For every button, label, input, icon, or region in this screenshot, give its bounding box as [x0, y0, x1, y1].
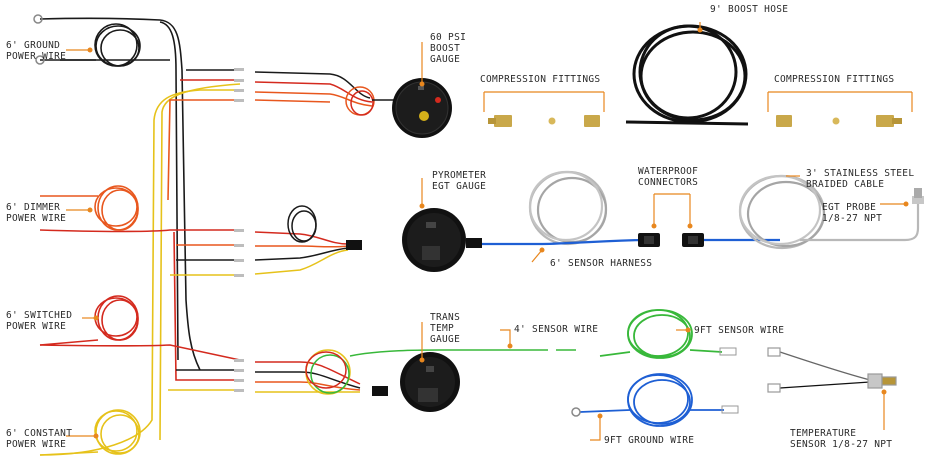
label-pyrometer: PYROMETER EGT GAUGE [432, 170, 486, 192]
label-line: TEMPERATURE [790, 428, 857, 439]
label-line: 6' SWITCHED [6, 310, 73, 321]
temperature-sensor [767, 347, 897, 393]
braided-cable [704, 174, 920, 250]
label-sensor-harness: 6' SENSOR HARNESS [550, 258, 653, 269]
label-dimmer-power: 6' DIMMER POWER WIRE [6, 202, 66, 224]
trans-plug [372, 386, 388, 396]
label-sensor-wire-4: 4' SENSOR WIRE [514, 324, 599, 335]
label-waterproof: WATERPROOF CONNECTORS [638, 166, 698, 188]
label-boost-hose: 9' BOOST HOSE [710, 4, 789, 15]
label-sensor-wire-9: 9FT SENSOR WIRE [694, 325, 785, 336]
label-line: SENSOR 1/8-27 NPT [790, 439, 893, 450]
label-trans-temp: TRANS TEMP GAUGE [430, 312, 460, 345]
label-line: 6' CONSTANT [6, 428, 73, 439]
label-line: 6' GROUND [6, 40, 61, 51]
callout-lines [66, 22, 913, 441]
label-line: BOOST [430, 43, 461, 54]
label-line: 1/8-27 NPT [822, 213, 883, 224]
label-line: TRANS [430, 312, 461, 323]
blue-wire-terminal [721, 405, 739, 414]
constant-wire-coil [39, 409, 141, 456]
label-line: POWER WIRE [6, 321, 67, 332]
label-compression-left: COMPRESSION FITTINGS [480, 74, 601, 85]
label-line: EGT GAUGE [432, 181, 487, 192]
pyrometer-harness [254, 205, 349, 275]
label-stainless-cable: 3' STAINLESS STEEL BRAIDED CABLE [806, 168, 914, 190]
boost-harness [254, 71, 398, 116]
label-line: 6' DIMMER [6, 202, 61, 213]
ground-ring-terminal [33, 14, 43, 24]
main-wire-bundle [39, 17, 241, 456]
waterproof-connectors [638, 233, 704, 247]
blue-ground-wire [579, 373, 724, 427]
blue-ring-terminal [571, 407, 581, 417]
label-line: POWER WIRE [6, 439, 67, 450]
label-line: WATERPROOF [638, 166, 699, 177]
pyrometer-gauge [402, 208, 482, 272]
green-wire-terminal [719, 347, 737, 356]
label-egt-probe: EGT PROBE 1/8-27 NPT [822, 202, 882, 224]
ground-ring-terminal-2 [35, 55, 45, 65]
label-line: TEMP [430, 323, 455, 334]
label-compression-right: COMPRESSION FITTINGS [774, 74, 895, 85]
green-sensor-wire [599, 309, 723, 359]
compression-fittings-left [488, 115, 600, 127]
label-ground-power: 6' GROUND POWER WIRE [6, 40, 66, 62]
label-line: 60 PSI [430, 32, 467, 43]
pyrometer-plug [346, 240, 362, 250]
label-constant-power: 6' CONSTANT POWER WIRE [6, 428, 72, 450]
sensor-harness [482, 170, 641, 246]
callout-dots [87, 27, 909, 439]
label-switched-power: 6' SWITCHED POWER WIRE [6, 310, 72, 332]
label-line: POWER WIRE [6, 51, 67, 62]
wire-terminals [234, 68, 244, 392]
label-temp-sensor: TEMPERATURE SENSOR 1/8-27 NPT [790, 428, 892, 450]
boost-hose [625, 24, 749, 126]
label-line: EGT PROBE [822, 202, 877, 213]
label-line: PYROMETER [432, 170, 487, 181]
compression-fittings-right [776, 115, 902, 127]
label-line: POWER WIRE [6, 213, 67, 224]
label-line: GAUGE [430, 334, 461, 345]
ground-wire-coil [40, 23, 141, 67]
label-line: 3' STAINLESS STEEL [806, 168, 915, 179]
egt-probe [912, 188, 924, 204]
label-line: BRAIDED CABLE [806, 179, 885, 190]
label-line: CONNECTORS [638, 177, 699, 188]
label-boost-gauge: 60 PSI BOOST GAUGE [430, 32, 466, 65]
boost-gauge [392, 78, 452, 138]
dimmer-wire-coil [40, 185, 139, 231]
trans-gauge [400, 352, 460, 412]
label-ground-wire-9: 9FT GROUND WIRE [604, 435, 695, 446]
trans-harness [255, 349, 576, 395]
label-line: GAUGE [430, 54, 461, 65]
